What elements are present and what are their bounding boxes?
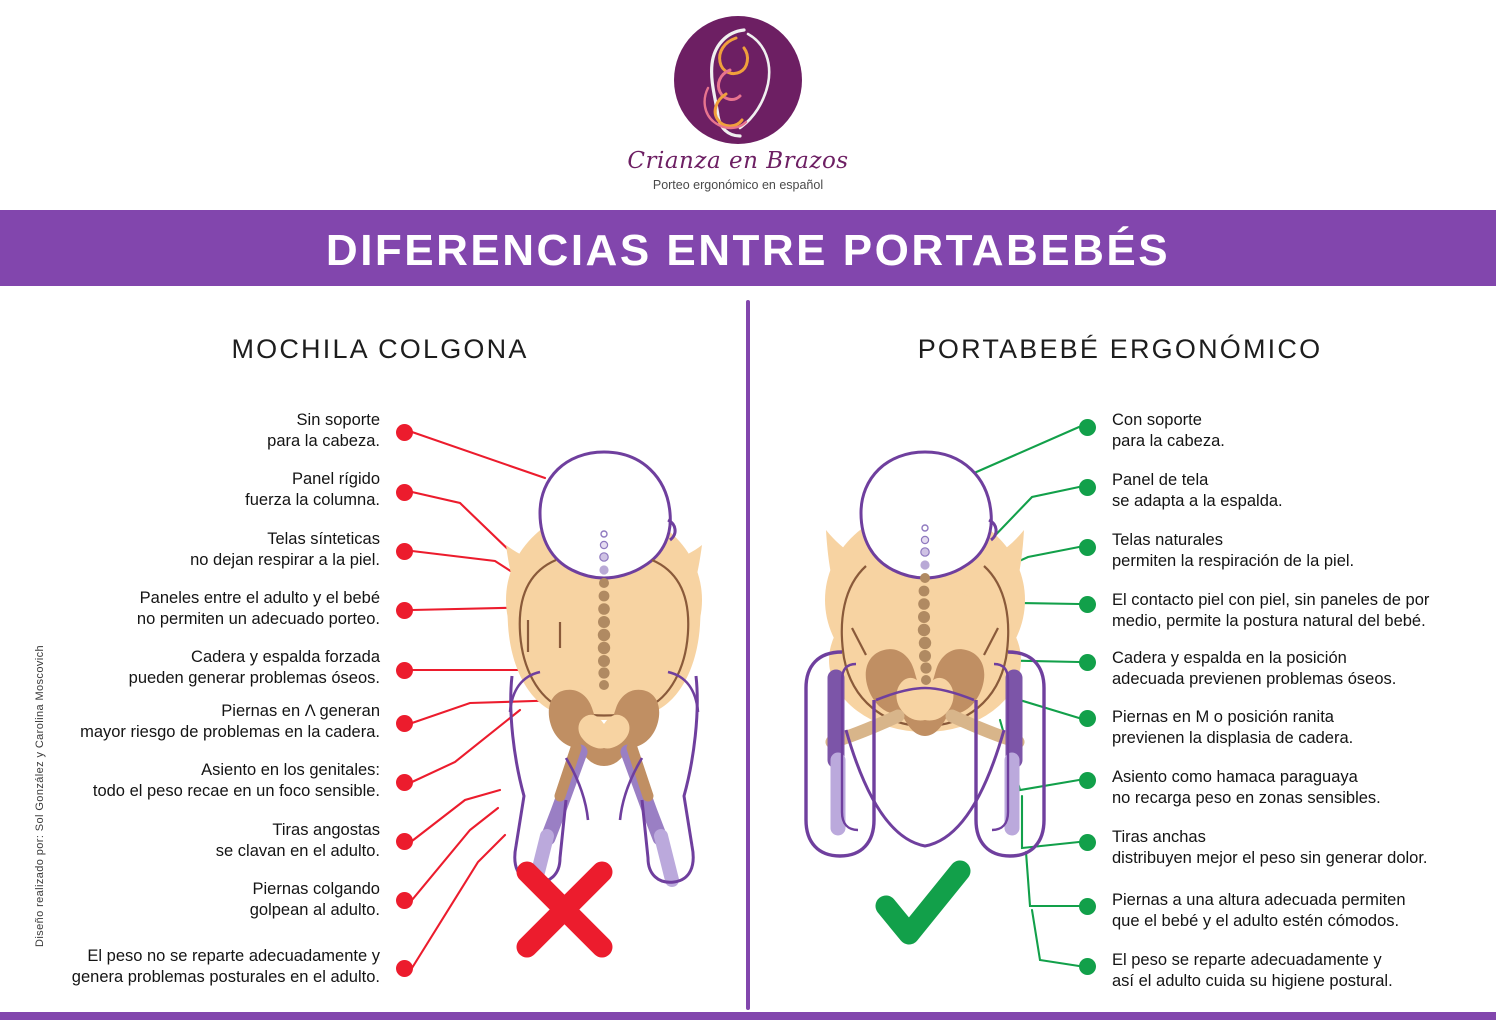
left-item-5-line2: pueden generar problemas óseos.	[128, 669, 380, 687]
right-bullet-dot-10[interactable]	[1079, 958, 1096, 975]
right-item-1-line1: Con soporte	[1112, 411, 1202, 429]
right-bullet-dot-2[interactable]	[1079, 479, 1096, 496]
right-bullet-dot-5[interactable]	[1079, 654, 1096, 671]
baby-in-narrow-carrier-diagram	[506, 450, 702, 887]
left-item-3-line1: Telas sínteticas	[267, 530, 380, 548]
left-item-9: Piernas colgando golpean al adulto.	[20, 879, 380, 921]
left-item-10-line2: genera problemas posturales en el adulto…	[71, 968, 380, 986]
left-item-7-line2: todo el peso recae en un foco sensible.	[92, 782, 380, 800]
right-item-3: Telas naturales permiten la respiración …	[1112, 530, 1492, 572]
right-leader-lines	[958, 425, 1081, 968]
left-item-9-line1: Piernas colgando	[252, 880, 380, 898]
right-bullet-dot-6[interactable]	[1079, 710, 1096, 727]
baby-in-ergonomic-carrier-diagram	[804, 450, 1046, 858]
right-item-8: Tiras anchas distribuyen mejor el peso s…	[1112, 827, 1496, 869]
left-item-1-line1: Sin soporte	[296, 411, 380, 429]
page-title: DIFERENCIAS ENTRE PORTABEBÉS	[325, 226, 1171, 275]
left-bullet-dot-5[interactable]	[396, 662, 413, 679]
right-bullet-dot-1[interactable]	[1079, 419, 1096, 436]
left-item-3-line2: no dejan respirar a la piel.	[190, 551, 380, 569]
left-item-5-line1: Cadera y espalda forzada	[191, 648, 380, 666]
left-item-1: Sin soporte para la cabeza.	[20, 410, 380, 452]
left-item-7-line1: Asiento en los genitales:	[201, 761, 380, 779]
green-check-icon	[875, 860, 971, 945]
right-item-7: Asiento como hamaca paraguaya no recarga…	[1112, 767, 1492, 809]
right-item-2-line1: Panel de tela	[1112, 471, 1209, 489]
left-bullet-dot-3[interactable]	[396, 543, 413, 560]
column-divider	[746, 300, 750, 1010]
left-item-8-line2: se clavan en el adulto.	[215, 842, 380, 860]
right-bullet-dot-3[interactable]	[1079, 539, 1096, 556]
bottom-accent-bar	[0, 1012, 1496, 1020]
left-item-2-line2: fuerza la columna.	[245, 491, 380, 509]
red-x-icon	[516, 861, 613, 958]
left-bullet-dot-7[interactable]	[396, 774, 413, 791]
mother-and-baby-logo-icon	[674, 16, 802, 144]
right-item-8-line2: distribuyen mejor el peso sin generar do…	[1112, 849, 1428, 867]
right-item-4: El contacto piel con piel, sin paneles d…	[1112, 590, 1496, 632]
left-item-6: Piernas en Λ generan mayor riesgo de pro…	[12, 701, 380, 743]
right-item-10-line1: El peso se reparte adecuadamente y	[1112, 951, 1382, 969]
right-item-1-line2: para la cabeza.	[1112, 432, 1225, 450]
left-item-7: Asiento en los genitales: todo el peso r…	[20, 760, 380, 802]
left-item-4-line2: no permiten un adecuado porteo.	[136, 610, 380, 628]
left-bullet-dot-10[interactable]	[396, 960, 413, 977]
right-item-5-line1: Cadera y espalda en la posición	[1112, 649, 1347, 667]
left-bullet-dot-4[interactable]	[396, 602, 413, 619]
left-item-1-line2: para la cabeza.	[267, 432, 380, 450]
right-bullet-dot-4[interactable]	[1079, 596, 1096, 613]
right-bullet-dot-8[interactable]	[1079, 834, 1096, 851]
left-item-6-line2: mayor riesgo de problemas en la cadera.	[80, 723, 380, 741]
left-item-6-line1: Piernas en Λ generan	[221, 702, 380, 720]
left-item-3: Telas sínteticas no dejan respirar a la …	[20, 529, 380, 571]
brand-tagline: Porteo ergonómico en español	[652, 178, 824, 192]
right-item-6-line1: Piernas en M o posición ranita	[1112, 708, 1334, 726]
right-item-5: Cadera y espalda en la posición adecuada…	[1112, 648, 1492, 690]
left-item-9-line2: golpean al adulto.	[249, 901, 380, 919]
right-item-10: El peso se reparte adecuadamente y así e…	[1112, 950, 1496, 992]
left-column-heading: MOCHILA COLGONA	[231, 334, 529, 364]
left-bullet-dot-2[interactable]	[396, 484, 413, 501]
left-item-8: Tiras angostas se clavan en el adulto.	[20, 820, 380, 862]
left-item-5: Cadera y espalda forzada pueden generar …	[20, 647, 380, 689]
right-bullet-dot-7[interactable]	[1079, 772, 1096, 789]
left-item-2-line1: Panel rígido	[291, 470, 380, 488]
left-item-4-line1: Paneles entre el adulto y el bebé	[139, 589, 380, 607]
right-item-3-line2: permiten la respiración de la piel.	[1112, 552, 1355, 570]
right-item-3-line1: Telas naturales	[1112, 531, 1223, 549]
left-bullet-dot-9[interactable]	[396, 892, 413, 909]
left-item-8-line1: Tiras angostas	[272, 821, 380, 839]
right-item-9-line1: Piernas a una altura adecuada permiten	[1112, 891, 1406, 909]
right-item-4-line1: El contacto piel con piel, sin paneles d…	[1112, 591, 1430, 609]
right-item-7-line1: Asiento como hamaca paraguaya	[1112, 768, 1358, 786]
brand-header: Crianza en Brazos Porteo ergonómico en e…	[0, 0, 1496, 208]
right-item-9: Piernas a una altura adecuada permiten q…	[1112, 890, 1496, 932]
right-item-9-line2: que el bebé y el adulto estén cómodos.	[1112, 912, 1400, 930]
left-bullet-dot-8[interactable]	[396, 833, 413, 850]
left-leader-lines	[410, 430, 567, 970]
brand-name: Crianza en Brazos	[627, 148, 849, 174]
right-item-1: Con soporte para la cabeza.	[1112, 410, 1492, 452]
left-item-10: El peso no se reparte adecuadamente y ge…	[8, 946, 380, 988]
left-bullet-dot-1[interactable]	[396, 424, 413, 441]
right-item-8-line1: Tiras anchas	[1112, 828, 1206, 846]
title-banner: DIFERENCIAS ENTRE PORTABEBÉS	[0, 210, 1496, 286]
right-item-5-line2: adecuada previenen problemas óseos.	[1112, 670, 1397, 688]
right-item-2-line2: se adapta a la espalda.	[1112, 492, 1283, 510]
right-item-4-line2: medio, permite la postura natural del be…	[1112, 612, 1426, 630]
left-bullet-dot-6[interactable]	[396, 715, 413, 732]
left-item-4: Paneles entre el adulto y el bebé no per…	[20, 588, 380, 630]
right-item-6-line2: previenen la displasia de cadera.	[1112, 729, 1354, 747]
left-item-10-line1: El peso no se reparte adecuadamente y	[87, 947, 380, 965]
right-item-10-line2: así el adulto cuida su higiene postural.	[1112, 972, 1393, 990]
right-item-2: Panel de tela se adapta a la espalda.	[1112, 470, 1492, 512]
right-bullet-dot-9[interactable]	[1079, 898, 1096, 915]
right-column-heading: PORTABEBÉ ERGONÓMICO	[917, 334, 1323, 364]
left-item-2: Panel rígido fuerza la columna.	[20, 469, 380, 511]
right-item-7-line2: no recarga peso en zonas sensibles.	[1112, 789, 1381, 807]
right-item-6: Piernas en M o posición ranita previenen…	[1112, 707, 1492, 749]
